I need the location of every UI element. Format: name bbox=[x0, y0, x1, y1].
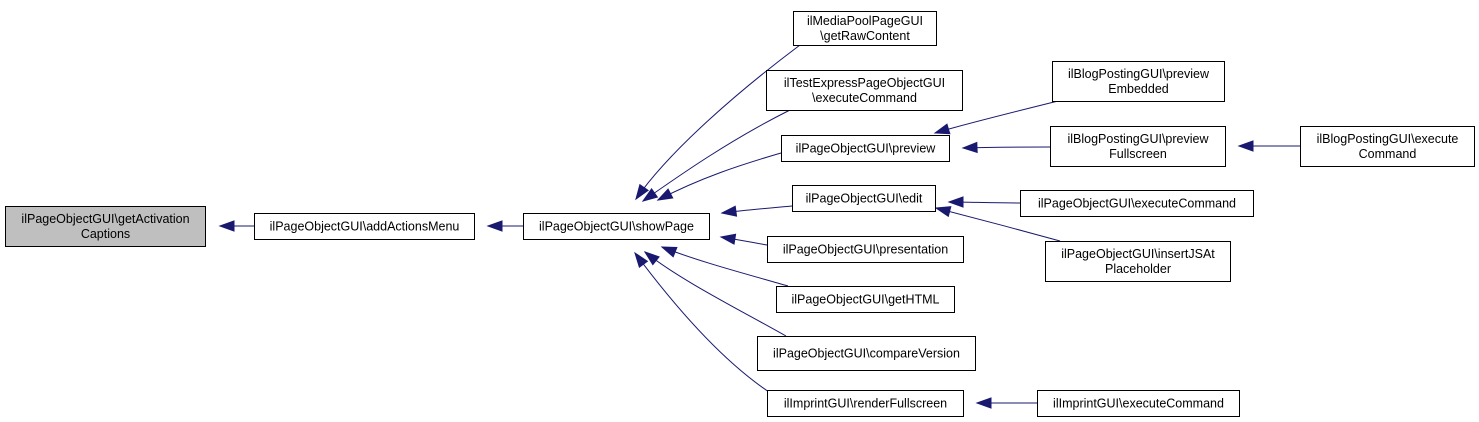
node-label: ilPageObjectGUI\compareVersion bbox=[773, 347, 960, 361]
edge-line bbox=[642, 109, 791, 202]
edge-n2-n1 bbox=[486, 220, 523, 232]
node-n16[interactable]: ilImprintGUI\executeCommand bbox=[1037, 390, 1240, 417]
node-n14[interactable]: ilPageObjectGUI\executeCommand bbox=[1020, 190, 1254, 217]
arrowhead bbox=[635, 183, 649, 201]
edge-n1-n0 bbox=[218, 220, 254, 232]
edge-line bbox=[644, 251, 787, 337]
node-n6[interactable]: ilPageObjectGUI\edit bbox=[792, 185, 936, 212]
node-box[interactable] bbox=[767, 236, 964, 263]
edge-n16-n10 bbox=[975, 397, 1037, 409]
node-label: ilImprintGUI\executeCommand bbox=[1053, 397, 1224, 411]
node-label: ilPageObjectGUI\getActivation bbox=[21, 212, 189, 226]
arrowhead bbox=[947, 196, 964, 208]
node-label: ilPageObjectGUI\executeCommand bbox=[1038, 197, 1236, 211]
node-n7[interactable]: ilPageObjectGUI\presentation bbox=[767, 236, 964, 263]
arrowhead bbox=[218, 220, 235, 232]
node-box[interactable] bbox=[766, 70, 963, 111]
node-label: Command bbox=[1359, 147, 1417, 161]
node-label: ilBlogPostingGUI\preview bbox=[1068, 67, 1210, 81]
node-label: ilPageObjectGUI\addActionsMenu bbox=[270, 220, 460, 234]
node-label: Placeholder bbox=[1105, 262, 1171, 276]
node-label: \executeCommand bbox=[812, 91, 917, 105]
node-label: ilTestExpressPageObjectGUI bbox=[784, 76, 945, 90]
edge-n7-n2 bbox=[719, 233, 768, 246]
node-label: Embedded bbox=[1108, 82, 1169, 96]
arrowhead bbox=[720, 205, 738, 217]
node-n5[interactable]: ilPageObjectGUI\preview bbox=[781, 135, 950, 162]
arrowhead bbox=[486, 220, 503, 232]
node-box[interactable] bbox=[1300, 126, 1475, 167]
nodes-layer: ilPageObjectGUI\getActivationCaptionsilP… bbox=[5, 11, 1475, 417]
node-n2[interactable]: ilPageObjectGUI\showPage bbox=[523, 213, 710, 240]
arrowhead bbox=[660, 246, 678, 258]
node-box[interactable] bbox=[254, 213, 475, 240]
arrowhead bbox=[656, 188, 674, 201]
edge-line bbox=[634, 252, 773, 395]
arrowhead bbox=[961, 141, 978, 154]
edge-line bbox=[635, 44, 801, 200]
arrowhead bbox=[641, 187, 659, 202]
arrowhead bbox=[933, 123, 951, 135]
arrowhead bbox=[719, 233, 737, 245]
arrowhead bbox=[634, 251, 649, 269]
edge-n8-n2 bbox=[660, 246, 789, 287]
node-box[interactable] bbox=[1050, 126, 1226, 167]
root-node-box[interactable] bbox=[5, 206, 206, 247]
edge-n10-n2 bbox=[634, 251, 773, 395]
edge-n4-n2 bbox=[641, 109, 791, 202]
node-label: \getRawContent bbox=[820, 29, 910, 43]
node-n3[interactable]: ilMediaPoolPageGUI\getRawContent bbox=[793, 11, 937, 46]
node-box[interactable] bbox=[1020, 190, 1254, 217]
node-label: ilPageObjectGUI\preview bbox=[796, 142, 937, 156]
node-label: ilPageObjectGUI\presentation bbox=[783, 243, 948, 257]
edge-n5-n2 bbox=[656, 152, 782, 201]
edge-n3-n2 bbox=[635, 44, 801, 201]
node-box[interactable] bbox=[776, 286, 955, 313]
edge-n11-n5 bbox=[933, 100, 1059, 135]
node-box[interactable] bbox=[523, 213, 710, 240]
node-label: ilPageObjectGUI\getHTML bbox=[792, 293, 940, 307]
node-box[interactable] bbox=[767, 390, 964, 417]
arrowhead bbox=[1237, 140, 1254, 152]
edge-line bbox=[657, 152, 782, 201]
node-label: Fullscreen bbox=[1109, 147, 1167, 161]
node-n8[interactable]: ilPageObjectGUI\getHTML bbox=[776, 286, 955, 313]
node-label: Captions bbox=[81, 227, 130, 241]
edge-n15-n6 bbox=[934, 206, 1061, 242]
node-n1[interactable]: ilPageObjectGUI\addActionsMenu bbox=[254, 213, 475, 240]
edge-n12-n5 bbox=[961, 141, 1051, 154]
edge-n6-n2 bbox=[720, 205, 793, 217]
node-label: ilPageObjectGUI\edit bbox=[806, 192, 923, 206]
node-label: ilBlogPostingGUI\execute bbox=[1317, 132, 1459, 146]
node-box[interactable] bbox=[781, 135, 950, 162]
node-box[interactable] bbox=[1052, 61, 1225, 102]
edge-n14-n6 bbox=[947, 196, 1021, 208]
node-n13[interactable]: ilBlogPostingGUI\executeCommand bbox=[1300, 126, 1475, 167]
arrowhead bbox=[975, 397, 992, 409]
arrowhead bbox=[934, 206, 952, 218]
node-label: ilImprintGUI\renderFullscreen bbox=[784, 397, 947, 411]
edges-layer bbox=[218, 44, 1300, 409]
node-box[interactable] bbox=[793, 11, 937, 46]
node-n9[interactable]: ilPageObjectGUI\compareVersion bbox=[757, 336, 976, 371]
node-n10[interactable]: ilImprintGUI\renderFullscreen bbox=[767, 390, 964, 417]
edge-n9-n2 bbox=[643, 251, 787, 337]
node-n4[interactable]: ilTestExpressPageObjectGUI\executeComman… bbox=[766, 70, 963, 111]
node-label: ilPageObjectGUI\showPage bbox=[539, 220, 694, 234]
node-box[interactable] bbox=[792, 185, 936, 212]
node-label: ilMediaPoolPageGUI bbox=[807, 14, 923, 28]
edge-n13-n12 bbox=[1237, 140, 1300, 152]
node-label: ilBlogPostingGUI\preview bbox=[1067, 132, 1209, 146]
node-box[interactable] bbox=[1037, 390, 1240, 417]
arrowhead bbox=[643, 251, 660, 266]
node-box[interactable] bbox=[1045, 241, 1231, 282]
node-box[interactable] bbox=[757, 336, 976, 371]
node-label: ilPageObjectGUI\insertJSAt bbox=[1061, 247, 1215, 261]
